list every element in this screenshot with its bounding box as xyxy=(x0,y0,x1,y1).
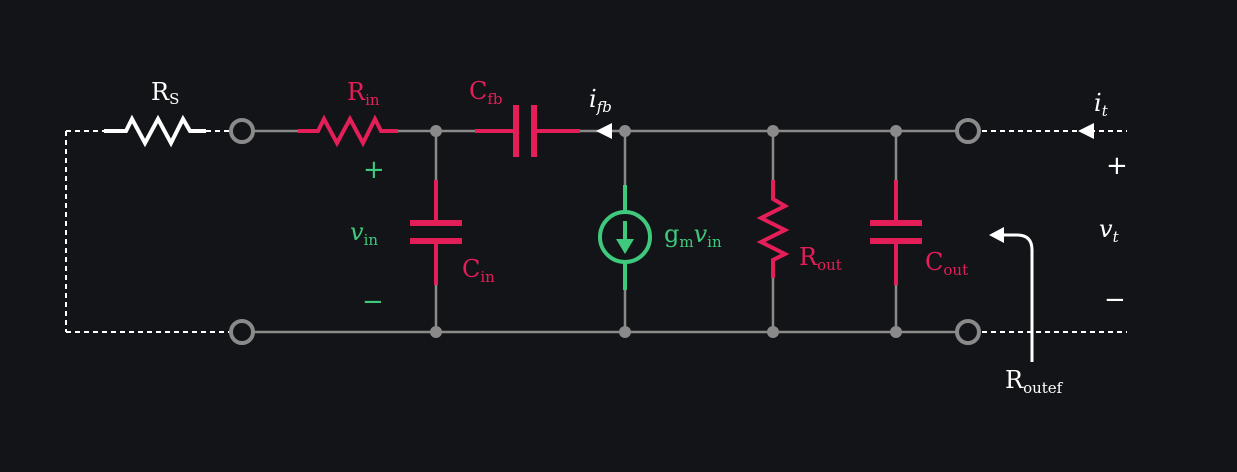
vt-label: vt xyxy=(1099,215,1120,246)
junction-dot-icon xyxy=(767,326,779,338)
it-arrow-icon xyxy=(1078,123,1094,139)
cin-capacitor-icon xyxy=(410,180,462,285)
rin-label: Rin xyxy=(347,78,380,109)
cfb-label: Cfb xyxy=(469,77,503,108)
input-terminal-bottom-icon xyxy=(229,319,255,345)
junction-dot-icon xyxy=(430,326,442,338)
input-terminal-top-icon xyxy=(229,118,255,144)
output-terminal-bottom-icon xyxy=(955,319,981,345)
cout-capacitor-icon xyxy=(870,180,922,285)
routef-arrow-icon xyxy=(989,227,1034,362)
it-label: it xyxy=(1094,89,1109,120)
output-port-dashes xyxy=(982,130,1127,333)
junction-dot-icon xyxy=(430,125,442,137)
junction-dots xyxy=(430,125,902,338)
cout-label: Cout xyxy=(925,248,968,279)
vin-minus-sign: − xyxy=(362,287,384,317)
junction-dot-icon xyxy=(619,125,631,137)
dependent-current-source-icon xyxy=(598,185,652,290)
vin-label: vin xyxy=(350,218,378,249)
ifb-arrow-icon xyxy=(596,123,612,139)
output-terminal-top-icon xyxy=(955,118,981,144)
rin-resistor-icon xyxy=(298,114,398,148)
vin-plus-sign: + xyxy=(363,155,385,185)
port-terminals xyxy=(229,118,981,345)
junction-dot-icon xyxy=(767,125,779,137)
junction-dot-icon xyxy=(890,125,902,137)
ifb-label: ifb xyxy=(589,85,612,116)
cfb-capacitor-icon xyxy=(475,105,580,157)
rs-resistor-icon xyxy=(104,114,206,148)
rs-label: RS xyxy=(151,78,179,108)
source-loop xyxy=(65,130,231,333)
junction-dot-icon xyxy=(619,326,631,338)
gm-vin-label: gmvin xyxy=(664,220,722,251)
junction-dot-icon xyxy=(890,326,902,338)
vt-minus-sign: − xyxy=(1104,285,1126,315)
rout-resistor-icon xyxy=(756,180,790,278)
cin-label: Cin xyxy=(462,255,495,286)
vt-plus-sign: + xyxy=(1106,151,1128,181)
rout-label: Rout xyxy=(799,243,842,274)
routef-label: Routef xyxy=(1005,366,1064,397)
